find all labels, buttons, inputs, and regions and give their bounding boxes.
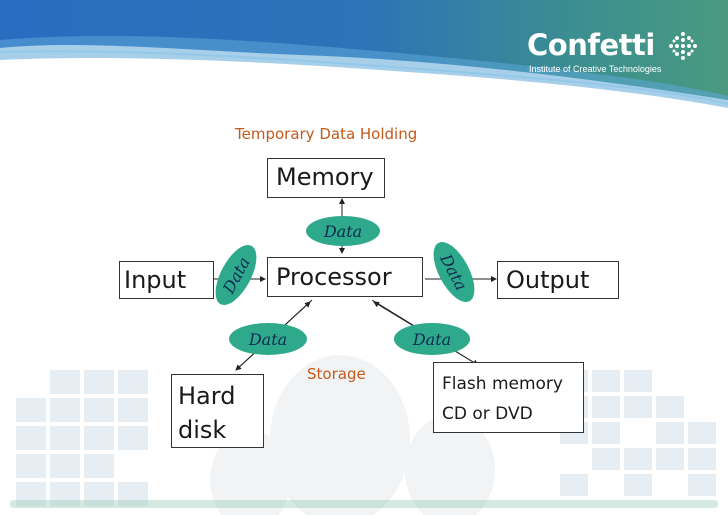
output-box: Output [497, 261, 619, 299]
data-badge-top: Data [306, 216, 380, 246]
input-label: Input [124, 266, 187, 294]
temporary-data-holding-label: Temporary Data Holding [235, 125, 418, 143]
processor-box: Processor [267, 257, 423, 297]
header-banner [0, 0, 728, 108]
cd-dvd-label: CD or DVD [442, 404, 533, 424]
memory-box: Memory [267, 158, 385, 198]
flash-storage-box: Flash memory CD or DVD [433, 362, 584, 433]
data-badge-bottom-right: Data [394, 323, 470, 355]
memory-label: Memory [276, 163, 374, 191]
confetti-logo-icon [669, 32, 697, 60]
logo-name: Confetti [527, 28, 655, 62]
background-grid-decoration [10, 355, 718, 515]
input-box: Input [119, 261, 214, 299]
hard-disk-box: Hard disk [171, 374, 264, 448]
storage-label: Storage [307, 365, 366, 383]
data-badge-bottom-left: Data [229, 323, 307, 355]
confetti-logo: Confetti Institute of Creative Technolog… [527, 28, 707, 78]
output-label: Output [506, 266, 590, 294]
processor-label: Processor [276, 263, 392, 291]
hard-disk-label-line1: Hard [178, 382, 236, 410]
hard-disk-label-line2: disk [178, 416, 227, 444]
flash-memory-label: Flash memory [442, 374, 563, 394]
logo-tagline: Institute of Creative Technologies [529, 64, 662, 74]
